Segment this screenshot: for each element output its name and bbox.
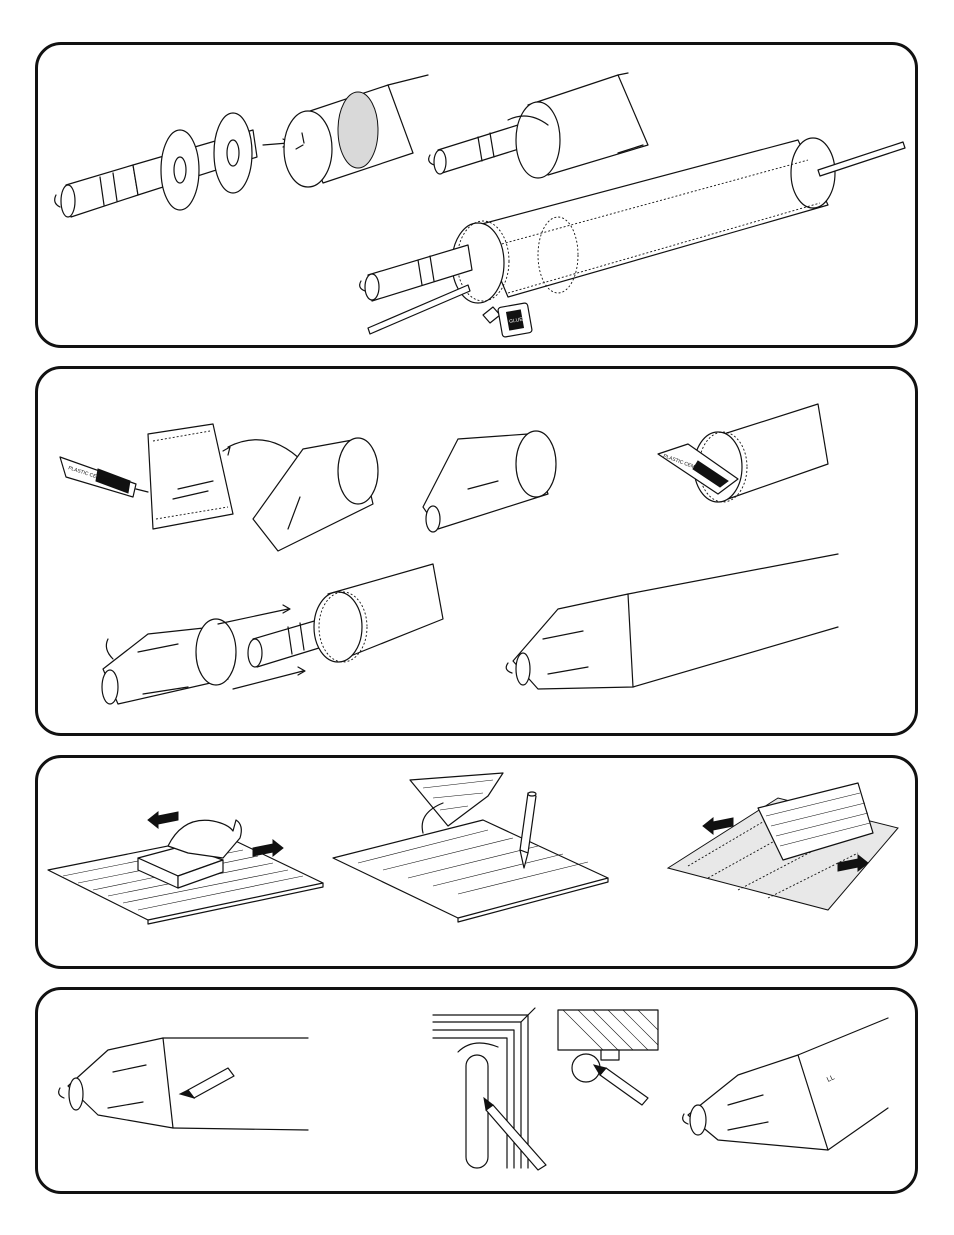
body-tube-icon xyxy=(163,1038,308,1130)
nose-cone-icon xyxy=(506,594,633,689)
nose-cone-icon xyxy=(253,438,378,551)
pencil-icon xyxy=(180,1068,234,1098)
step-panel-marking: LL xyxy=(35,987,918,1194)
body-tube-icon xyxy=(314,564,443,662)
pencil-icon xyxy=(594,1065,648,1105)
tube-mark-label: LL xyxy=(826,1074,836,1084)
nose-cone-icon xyxy=(59,1038,173,1128)
engine-mount-icon xyxy=(429,125,522,174)
glue-bottle-icon: GLUE xyxy=(483,303,532,338)
body-tube-icon xyxy=(508,73,648,178)
step-panel-nose-cone: PLASTIC CEMENT xyxy=(35,366,918,736)
marking-illustration: LL xyxy=(38,990,921,1197)
pencil-icon xyxy=(484,1098,546,1170)
fins-illustration xyxy=(38,758,921,972)
body-tube-icon xyxy=(628,554,838,687)
engine-mount-illustration: GLUE xyxy=(38,45,921,351)
step-panel-fins xyxy=(35,755,918,969)
nose-cone-icon xyxy=(102,619,236,704)
body-tube-icon xyxy=(284,85,413,187)
nose-cone-icon xyxy=(423,431,556,532)
nose-cone-icon xyxy=(683,1055,828,1150)
arrow-left-icon xyxy=(148,812,178,828)
arrow-right-icon xyxy=(253,840,283,856)
body-tube-icon xyxy=(452,138,835,303)
nose-cone-illustration: PLASTIC CEMENT xyxy=(38,369,921,739)
balsa-sheet xyxy=(333,820,608,922)
fin-icon xyxy=(148,424,233,529)
cement-tube-icon: PLASTIC CEMENT xyxy=(60,457,148,497)
step-panel-engine-mount: GLUE xyxy=(35,42,918,348)
